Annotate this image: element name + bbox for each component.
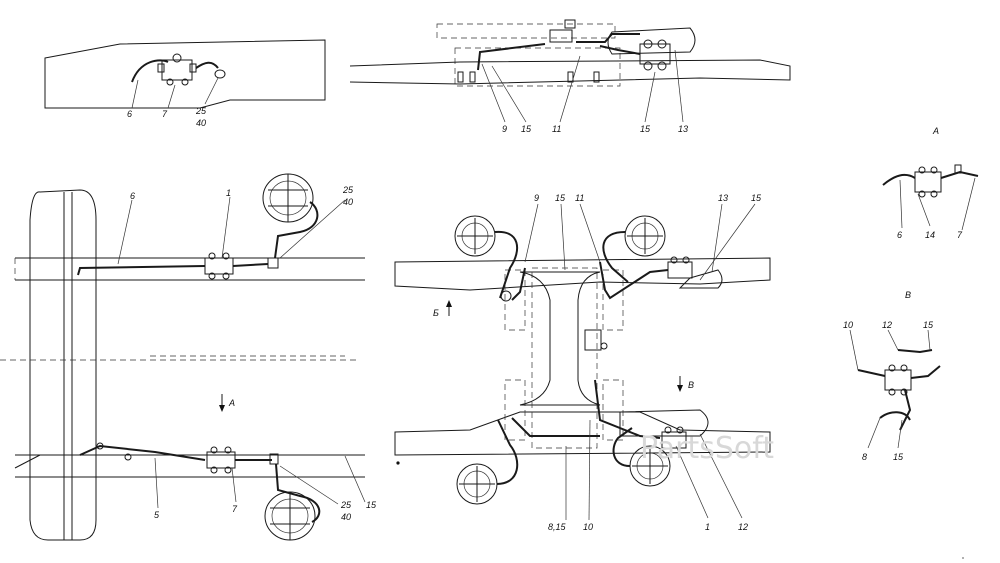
callout-40: 40 [341, 512, 351, 522]
view-a-title: А [932, 126, 939, 136]
arrow-v-label: В [688, 380, 694, 390]
fitting-25-top-left [214, 69, 226, 79]
arrow-b-label: Б [433, 308, 439, 318]
callout-7: 7 [162, 109, 168, 119]
callout-6: 6 [897, 230, 902, 240]
relay-valve-top-center [639, 39, 671, 71]
frame-rail-top-left [44, 39, 326, 109]
brake-chamber-upper [262, 173, 314, 223]
callout-14: 14 [925, 230, 935, 240]
wheel-tire [29, 189, 97, 541]
detail-view-a: А 6 14 7 [882, 126, 979, 240]
arrow-a-label: А [228, 398, 235, 408]
valve-1 [204, 252, 234, 280]
brake-chamber-center-ul [454, 215, 496, 257]
callout-13: 13 [718, 193, 728, 203]
frame-rail-top-center [349, 59, 791, 85]
callout-12: 12 [882, 320, 892, 330]
callout-8-15: 8,15 [548, 522, 567, 532]
air-tank-center [678, 269, 723, 289]
callout-7: 7 [957, 230, 963, 240]
valve-7 [206, 446, 236, 474]
fitting-upper [267, 257, 279, 269]
valve-center-lower [661, 426, 687, 449]
brake-chamber-center-ll [456, 463, 498, 505]
callout-15: 15 [521, 124, 532, 134]
callout-15: 15 [751, 193, 762, 203]
callout-40: 40 [196, 118, 206, 128]
callout-40: 40 [343, 197, 353, 207]
valve-top-left [157, 53, 197, 86]
callout-9: 9 [502, 124, 507, 134]
callout-15: 15 [366, 500, 377, 510]
callout-15: 15 [640, 124, 651, 134]
pipe-5 [79, 444, 206, 461]
tee-valve-center [584, 329, 602, 351]
callout-15: 15 [555, 193, 566, 203]
crossmember-dashed [436, 23, 616, 39]
detail-top-left: 6 7 25 40 [44, 39, 326, 128]
callout-25: 25 [195, 106, 207, 116]
callout-7: 7 [232, 504, 238, 514]
air-tank-top-center [607, 27, 696, 55]
callout-25: 25 [342, 185, 354, 195]
callout-1: 1 [226, 188, 231, 198]
callout-15: 15 [893, 452, 904, 462]
air-tank-center-lower [619, 409, 709, 437]
pipe-6 [77, 265, 206, 276]
callout-10: 10 [583, 522, 593, 532]
callout-25: 25 [340, 500, 352, 510]
valve-center-upper [667, 256, 693, 279]
valve-view-v [884, 364, 912, 396]
callout-11: 11 [552, 124, 561, 134]
callout-5: 5 [154, 510, 160, 520]
frame-rail-center-upper [394, 257, 771, 291]
callout-10: 10 [843, 320, 853, 330]
callout-13: 13 [678, 124, 688, 134]
callout-6: 6 [130, 191, 135, 201]
detail-view-v: В 10 12 15 8 15 [843, 290, 941, 462]
callout-12: 12 [738, 522, 748, 532]
brake-chamber-center-ur [624, 215, 666, 257]
callout-1: 1 [705, 522, 710, 532]
pipe-6-top-left [131, 59, 169, 83]
valve-view-a [914, 166, 942, 198]
axle-housing [519, 271, 601, 406]
pipe-to-fitting-top-left [195, 61, 219, 69]
view-left-main: 1 6 25 40 А 5 7 [0, 173, 377, 541]
callout-9: 9 [534, 193, 539, 203]
callout-11: 11 [575, 193, 584, 203]
callout-15: 15 [923, 320, 934, 330]
brake-chamber-lower [264, 491, 316, 541]
detail-top-center: 9 15 11 15 13 [349, 19, 791, 134]
callout-8: 8 [862, 452, 867, 462]
callout-6: 6 [127, 109, 132, 119]
valve-top-center [549, 29, 573, 43]
watermark-text: PartsSoft [640, 431, 774, 466]
view-v-title: В [905, 290, 911, 300]
view-center-main: Б В 9 15 11 13 15 8,15 10 1 12 [394, 193, 771, 532]
frame-rail-center-lower [394, 411, 771, 456]
